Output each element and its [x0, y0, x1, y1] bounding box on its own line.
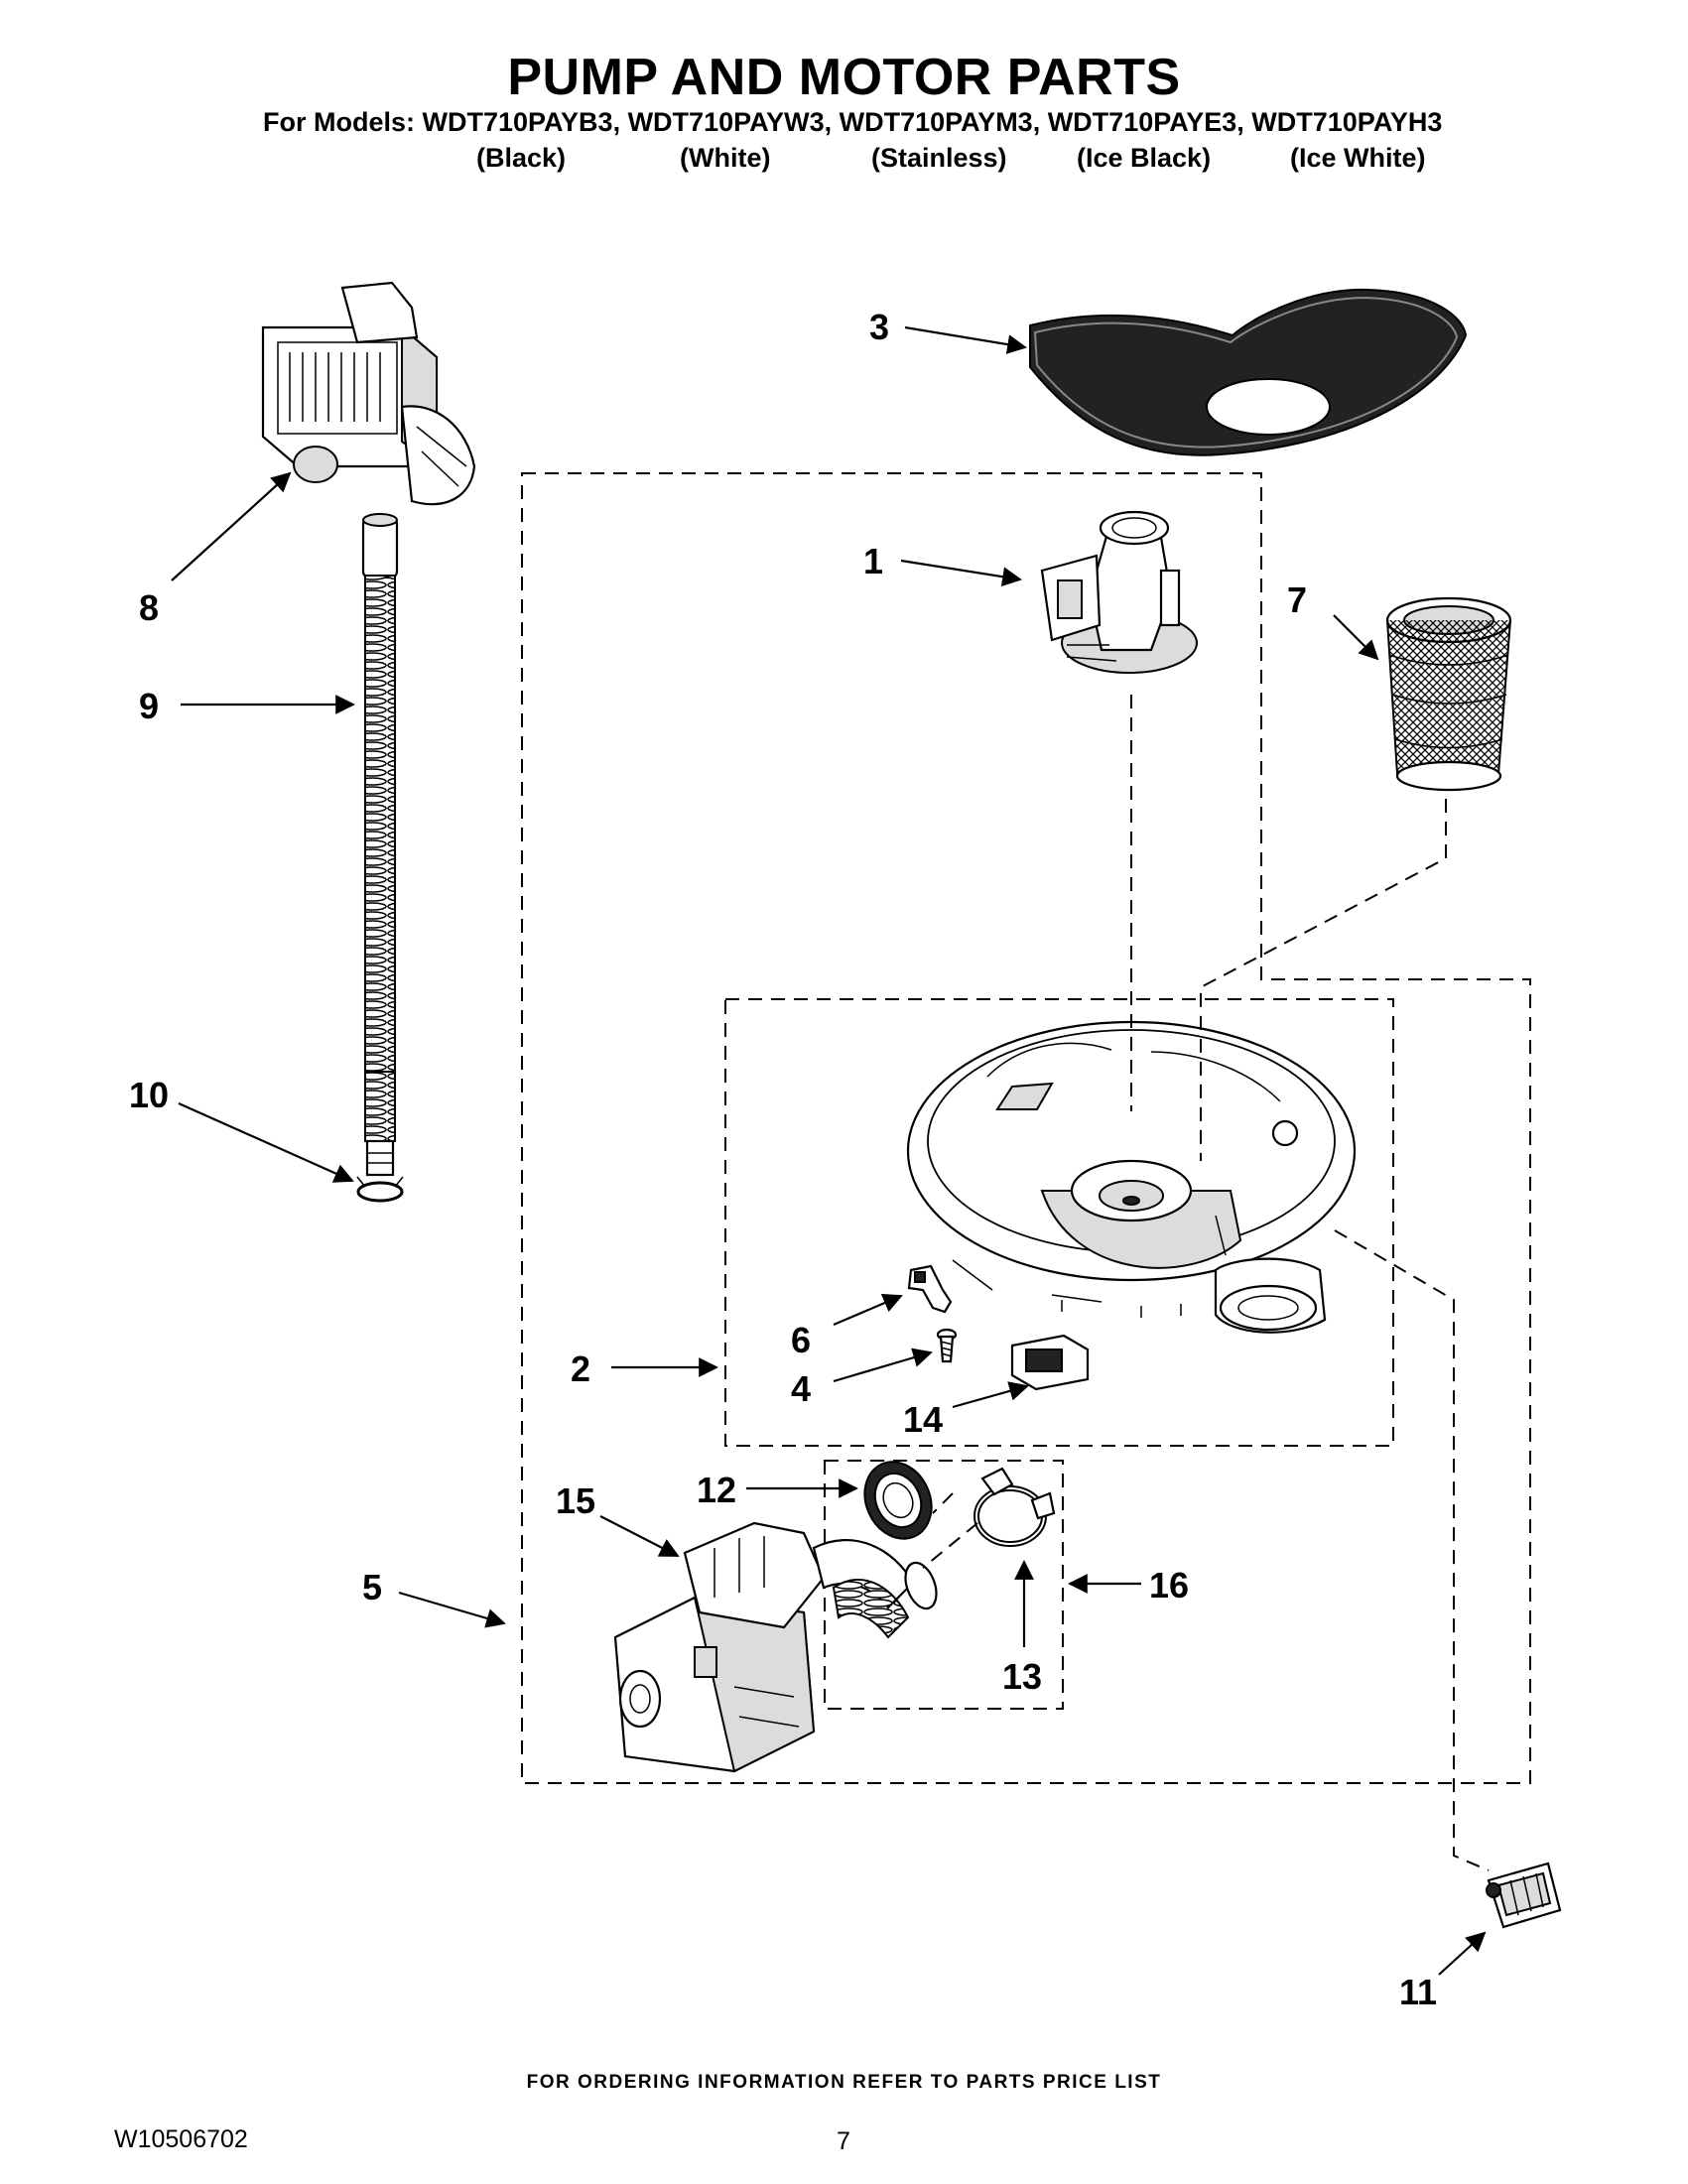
variant-label-ice-white: (Ice White) [1290, 143, 1426, 173]
leader-11 [1438, 1931, 1487, 1976]
leader-8 [171, 471, 292, 581]
sump-assembly-part [906, 1020, 1357, 1334]
screw-part [936, 1328, 958, 1363]
leader-7 [1333, 614, 1379, 661]
variant-label-black: (Black) [476, 143, 567, 173]
callout-3: 3 [869, 307, 889, 347]
callout-8: 8 [139, 587, 159, 628]
ordering-note: FOR ORDERING INFORMATION REFER TO PARTS … [526, 2072, 1162, 2093]
centerline-basket-to-sump [1200, 799, 1447, 1161]
assembly-boundary-sump [724, 998, 1394, 1447]
hose-clamp-small-part [356, 1176, 404, 1203]
leader-15 [599, 1515, 680, 1557]
callout-2: 2 [571, 1349, 590, 1389]
circulation-pump-motor-part [613, 1521, 938, 1773]
leader-5 [398, 1591, 506, 1628]
variant-label-ice-black: (Ice Black) [1077, 143, 1212, 173]
callout-14: 14 [903, 1399, 943, 1440]
callout-9: 9 [139, 686, 159, 726]
drain-hose-part [361, 513, 399, 1177]
leader-1 [900, 559, 1022, 586]
callout-1: 1 [863, 541, 883, 581]
callout-10: 10 [129, 1075, 169, 1115]
leader-3 [904, 325, 1027, 354]
page-title: PUMP AND MOTOR PARTS [507, 49, 1181, 106]
assembly-boundary-main [521, 472, 1531, 1784]
centerline-sensor [1334, 1229, 1490, 1871]
leader-4 [833, 1348, 933, 1383]
filter-basket-part [1385, 596, 1512, 792]
seal-ring-part [863, 1461, 933, 1540]
callout-6: 6 [791, 1320, 811, 1360]
callout-15: 15 [556, 1480, 595, 1521]
callout-4: 4 [791, 1368, 811, 1409]
variant-label-stainless: (Stainless) [871, 143, 1007, 173]
models-line: For Models: WDT710PAYB3, WDT710PAYW3, WD… [263, 107, 1443, 137]
callout-7: 7 [1287, 579, 1307, 620]
variant-label-white: (White) [680, 143, 771, 173]
hose-clamp-part [974, 1467, 1056, 1547]
callout-16: 16 [1149, 1565, 1189, 1606]
callout-5: 5 [362, 1567, 382, 1607]
callout-12: 12 [697, 1470, 736, 1510]
sensor-bracket-part [907, 1264, 953, 1314]
leader-10 [178, 1101, 354, 1183]
filter-shield-part [1029, 288, 1468, 456]
document-number: W10506702 [114, 2125, 248, 2153]
callout-11: 11 [1399, 1972, 1437, 2012]
centerline-clamp [922, 1492, 978, 1569]
leader-14 [952, 1381, 1029, 1409]
turbidity-sensor-part [1486, 1862, 1562, 1929]
page-number: 7 [837, 2127, 850, 2155]
callout-13: 13 [1002, 1656, 1042, 1697]
leader-6 [833, 1293, 903, 1327]
chopper-housing-part [1040, 510, 1198, 674]
grommet-part [1010, 1334, 1090, 1391]
drain-pump-motor-part [261, 281, 476, 506]
